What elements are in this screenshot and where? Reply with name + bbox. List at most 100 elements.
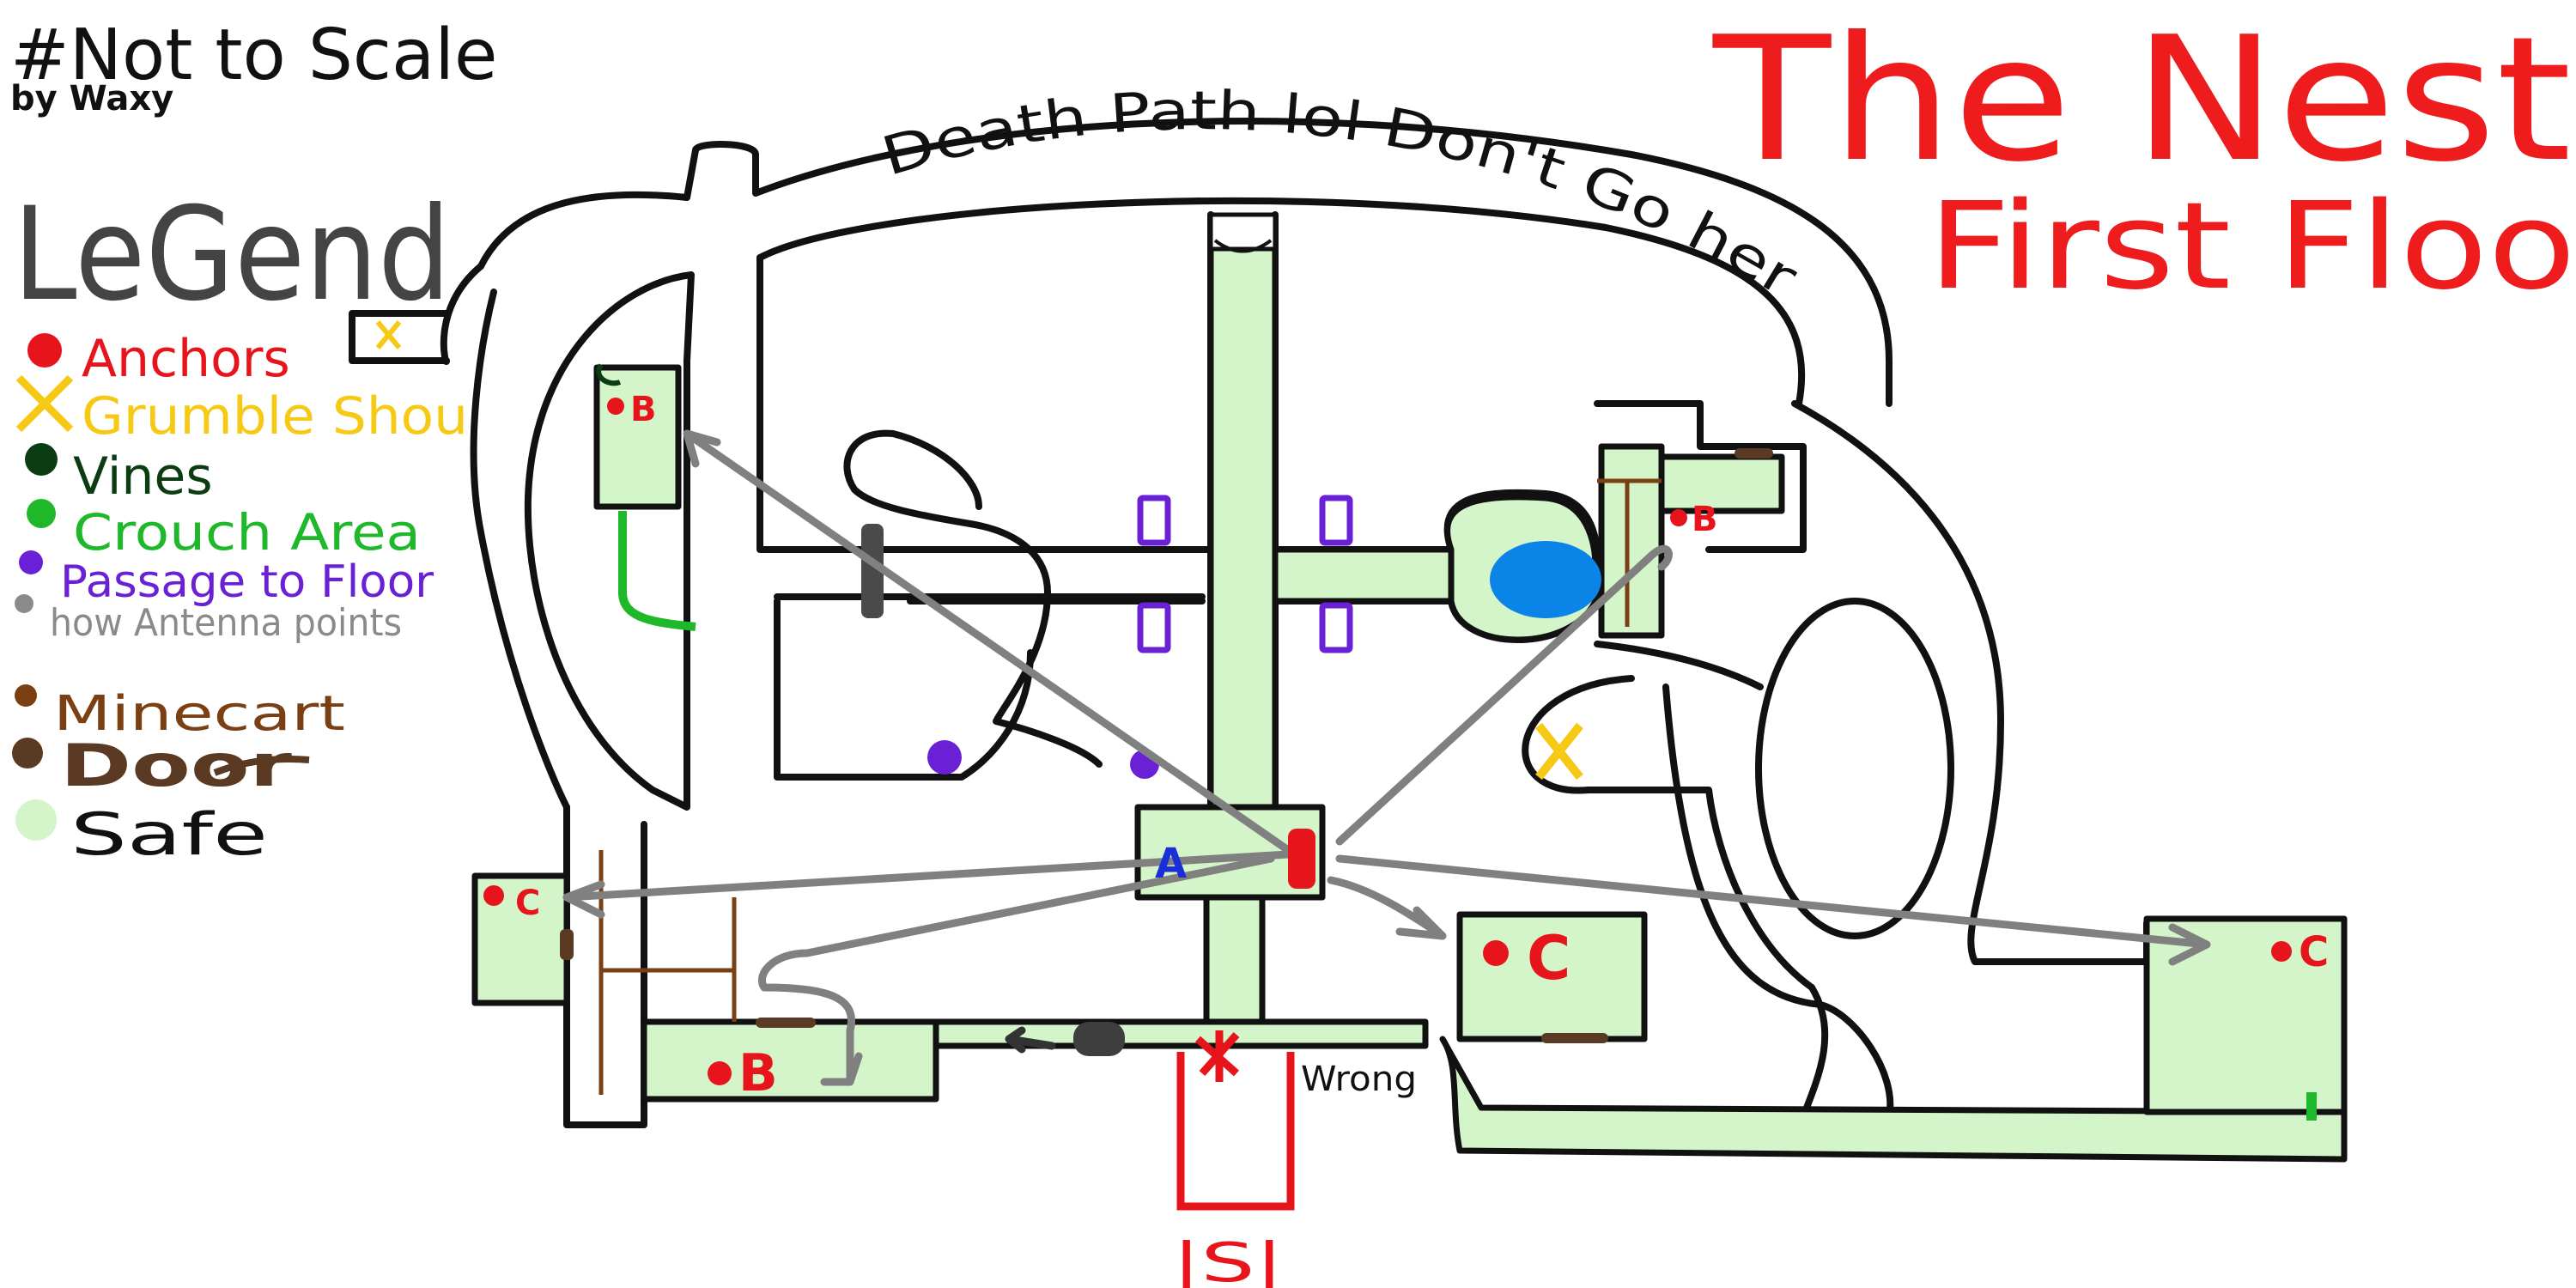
corridor-end-marker	[1208, 212, 1278, 253]
anchor-dot	[1483, 940, 1509, 966]
right-oval-outer	[1791, 400, 2150, 965]
safe-room-b-right-annex	[1658, 453, 1785, 514]
legend-label: Grumble Shou	[82, 386, 468, 447]
door-icon	[861, 524, 884, 618]
anchor-a-label: A	[1155, 840, 1187, 888]
door-icon	[1541, 1033, 1608, 1043]
not-to-scale-note: #Not to Scale	[10, 15, 497, 96]
pond-water	[1490, 541, 1601, 618]
legend-item-door: Door	[12, 732, 310, 800]
antenna-arrow	[683, 429, 1292, 854]
door-icon	[1735, 448, 1773, 459]
door-icon	[1073, 1022, 1125, 1056]
legend-label: Door	[60, 732, 293, 800]
passage-marker	[1319, 495, 1353, 546]
left-loop-outer	[349, 263, 484, 365]
antenna-arrow	[1327, 876, 1447, 940]
antenna-arrow	[1005, 1026, 1056, 1054]
safe-room-c-left	[471, 872, 570, 1006]
safe-dot-icon	[15, 799, 57, 841]
antenna-arrow	[1335, 854, 2211, 966]
anchor-marker-hub	[1288, 829, 1315, 889]
minecart-track	[598, 850, 737, 1095]
central-inner-room	[774, 593, 1206, 781]
legend-item-crouch-area: Crouch Area	[27, 499, 421, 562]
safe-areas	[471, 216, 2348, 1163]
anchor-c-label: C	[1527, 923, 1571, 993]
legend-label: Minecart	[53, 686, 345, 742]
legend-item-grumble-shout: Grumble Shou	[15, 374, 468, 447]
anchor-dot	[2271, 941, 2292, 962]
legend-label: Passage to Floor	[60, 556, 434, 608]
safe-room-b-top-left	[593, 364, 682, 510]
passage-marker	[1137, 602, 1171, 653]
grumble-cross-icon	[15, 374, 74, 433]
safe-room-b-top-right	[1598, 443, 1665, 639]
crouch-dot-icon	[27, 499, 56, 528]
safe-lower-right-corridor	[1439, 1036, 2348, 1163]
anchor-c-label: C	[515, 884, 540, 923]
legend-label: Safe	[70, 801, 268, 869]
vine-dot-icon	[25, 443, 58, 476]
map-title-line1: The Nest	[1712, 0, 2572, 200]
antenna-arrow	[1335, 544, 1673, 846]
anchors	[483, 398, 2292, 1085]
left-vertical-corridor	[563, 804, 647, 1128]
legend-item-passage-to-floor: Passage to Floor	[19, 550, 434, 608]
right-top-room	[1594, 400, 1807, 553]
minecart-track	[1597, 478, 1662, 627]
right-branch	[1594, 641, 1764, 690]
anchor-dot	[483, 885, 504, 906]
safe-bottom-corridor	[933, 1018, 1429, 1049]
safe-room-b-bottom	[641, 1018, 939, 1103]
anchor-c-label: C	[2299, 928, 2329, 976]
antenna-arrow	[758, 854, 1275, 1086]
right-loop	[1662, 683, 1894, 1120]
passage-marker	[1319, 602, 1353, 653]
legend-item-antenna-points: how Antenna points	[15, 594, 402, 645]
passage-marker	[1137, 495, 1171, 546]
safe-east-corridor	[1272, 546, 1455, 605]
start-anchor-mark	[1195, 1030, 1240, 1082]
start-room: |S|	[1172, 1030, 1295, 1288]
grumble-shout-icon	[1535, 722, 1583, 781]
wrong-way-label: Wrong	[1301, 1060, 1417, 1099]
anchor-b-label: B	[630, 390, 657, 429]
anchor-dot-icon	[27, 333, 62, 368]
legend-item-safe: Safe	[15, 799, 268, 869]
vine-marker	[596, 363, 622, 386]
central-spiral	[843, 429, 1103, 768]
legend-item-anchors: Anchors	[27, 329, 290, 389]
corridor-end-arc	[1213, 239, 1273, 253]
legend-label: Vines	[73, 447, 213, 507]
passage-dot-icon	[19, 550, 43, 574]
death-path-corridor-outer	[477, 118, 1893, 407]
legend-list: Anchors Grumble Shou Vines Crouch Area P…	[12, 329, 468, 869]
safe-room-c-right	[2143, 915, 2348, 1115]
door-icon	[560, 929, 574, 960]
passage-dot	[927, 740, 962, 775]
start-label: |S|	[1172, 1231, 1284, 1288]
start-room-outline	[1176, 1052, 1295, 1211]
anchor-b-label: B	[1692, 500, 1718, 539]
grumble-shout-icon	[375, 320, 402, 349]
doors	[560, 448, 1773, 1056]
legend-item-minecart: Minecart	[15, 684, 345, 742]
legend-label: how Antenna points	[50, 601, 402, 645]
vine-path	[618, 511, 696, 631]
right-oval-inner	[1755, 598, 1954, 939]
death-path-corridor-inner	[756, 197, 1806, 407]
legend-heading: LeGend	[13, 180, 451, 330]
left-loop-wall	[470, 289, 570, 811]
author-credit: by Waxy	[10, 79, 173, 118]
legend-label: Anchors	[82, 329, 290, 389]
door-dot-icon	[12, 738, 43, 769]
antenna-dot-icon	[15, 594, 33, 613]
antenna-arrows	[562, 429, 2211, 1086]
passages-to-floor	[1137, 495, 1353, 653]
map-title-line2: First Floo	[1928, 177, 2576, 317]
anchor-dot	[1670, 509, 1687, 526]
passage-dots	[927, 740, 1159, 779]
minecart-dot-icon	[15, 684, 37, 707]
